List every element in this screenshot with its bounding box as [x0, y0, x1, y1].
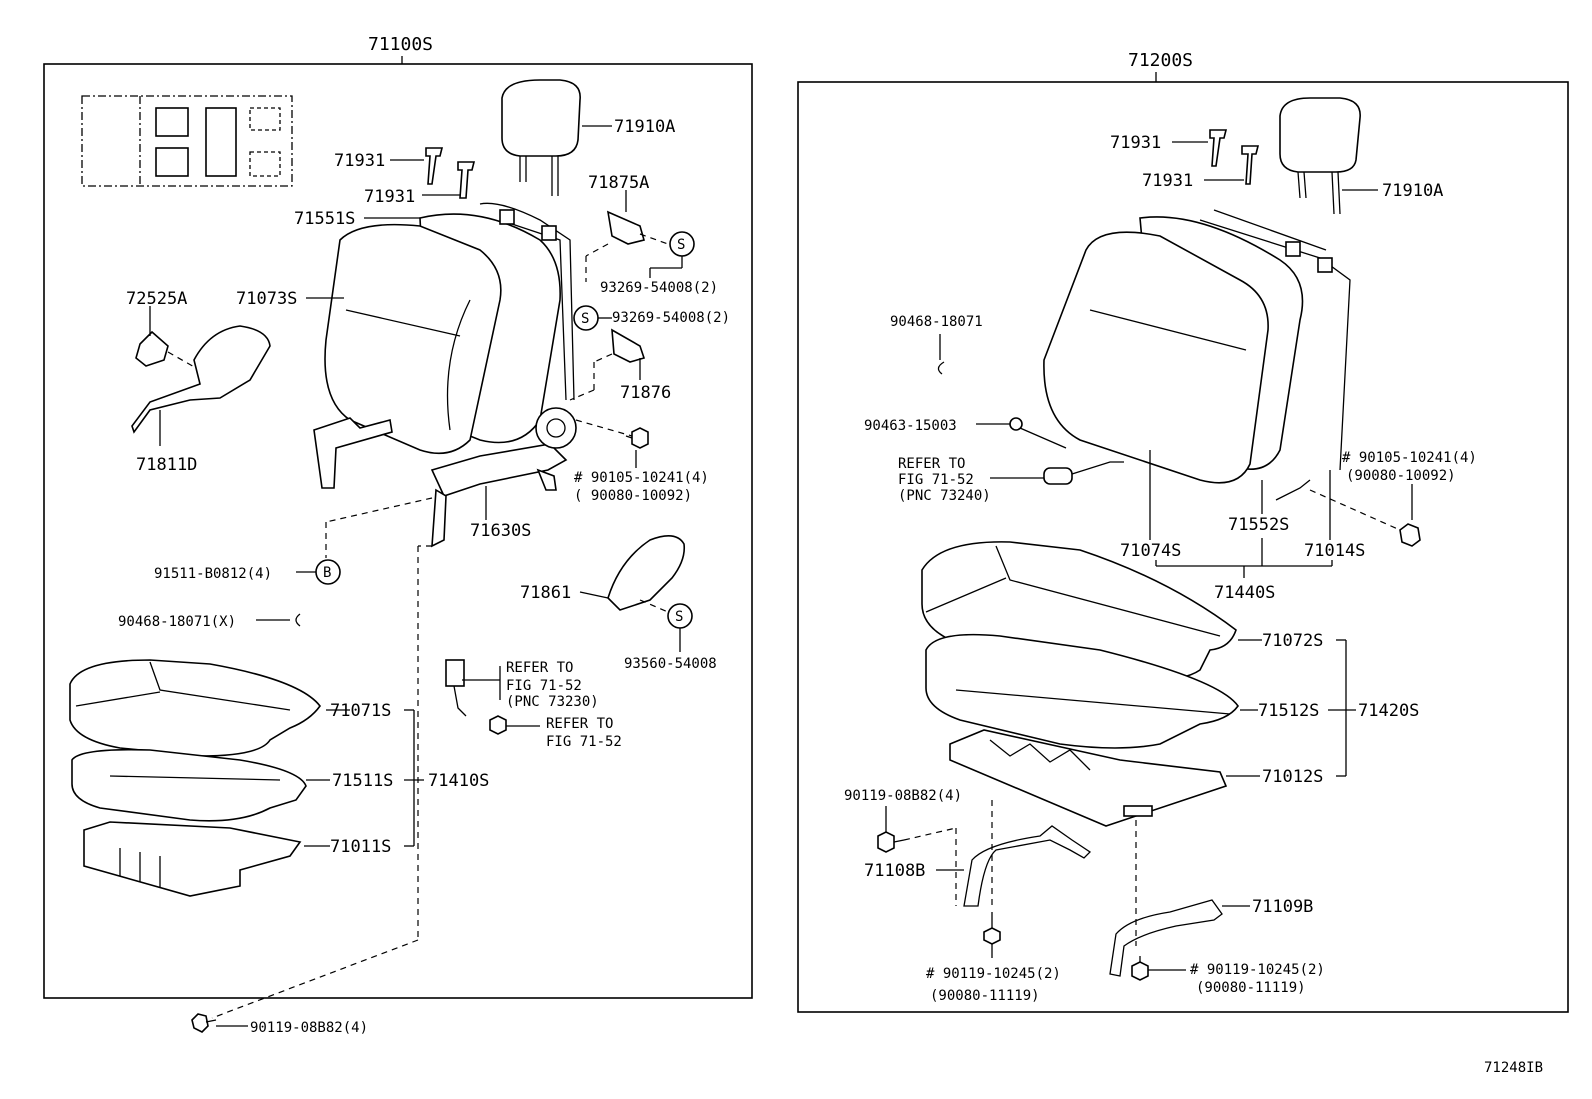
seat-back-icon	[324, 202, 575, 455]
label-71109B: 71109B	[1252, 897, 1313, 917]
label-71931-b: 71931	[364, 187, 415, 207]
label-71108B: 71108B	[864, 861, 925, 881]
left-group-frame	[43, 63, 753, 999]
marker-b: B	[323, 565, 331, 581]
clip-icon	[937, 361, 945, 375]
bolt-icon	[1131, 956, 1149, 981]
refer-right-line-3: (PNC 73240)	[898, 488, 991, 504]
label-93269-54008-a: 93269-54008(2)	[600, 280, 718, 296]
shield-71876-icon	[611, 328, 646, 363]
label-71011S: 71011S	[330, 837, 391, 857]
label-91511-B0812: 91511-B0812(4)	[154, 566, 272, 582]
label-90119-08B82-bottom: 90119-08B82(4)	[250, 1020, 368, 1036]
marker-s-3: S	[675, 609, 683, 625]
label-90080-10092-left: ( 90080-10092)	[574, 488, 692, 504]
label-90119-10245-right: # 90119-10245(2)	[1190, 962, 1325, 978]
refer-left-line-1: REFER TO	[506, 660, 573, 676]
seat-back-icon	[1043, 209, 1351, 501]
label-90468-18071-right: 90468-18071	[890, 314, 983, 330]
label-71073S: 71073S	[236, 289, 297, 309]
refer-left-line-3: (PNC 73230)	[506, 694, 599, 710]
label-71910A: 71910A	[614, 117, 675, 137]
label-93560-54008: 93560-54008	[624, 656, 717, 672]
label-71420S: 71420S	[1358, 701, 1419, 721]
refer-left2-line-1: REFER TO	[546, 716, 613, 732]
label-71440S: 71440S	[1214, 583, 1275, 603]
refer-right-line-2: FIG 71-52	[898, 472, 974, 488]
headrest-icon	[501, 79, 581, 196]
marker-s-2: S	[581, 311, 589, 327]
label-71551S: 71551S	[294, 209, 355, 229]
label-72525A: 72525A	[126, 289, 187, 309]
seat-position-index-icon	[81, 95, 293, 187]
bolt-icon	[983, 912, 1001, 945]
bracket-71109B-icon	[1109, 899, 1223, 977]
bracket-71108B-icon	[963, 825, 1092, 907]
pin-icon	[1009, 417, 1067, 449]
figure-code: 71248IB	[1484, 1060, 1543, 1076]
knob-72525A-icon	[135, 330, 169, 367]
label-90080-10092-right: (90080-10092)	[1346, 468, 1456, 484]
label-71552S: 71552S	[1228, 515, 1289, 535]
label-71931-a: 71931	[334, 151, 385, 171]
cover-71875A-icon	[606, 210, 645, 245]
right-seat-group: 71200S 71931 71931 71910A	[797, 50, 1569, 1013]
right-group-frame	[797, 81, 1569, 1013]
refer-left-line-2: FIG 71-52	[506, 678, 582, 694]
bolt-icon	[625, 427, 649, 449]
seat-belt-icon	[445, 659, 467, 717]
label-71072S: 71072S	[1262, 631, 1323, 651]
label-71910A-right: 71910A	[1382, 181, 1443, 201]
bolt-icon	[877, 831, 905, 853]
label-90463-15003: 90463-15003	[864, 418, 957, 434]
label-71012S: 71012S	[1262, 767, 1323, 787]
label-90105-10241-left: # 90105-10241(4)	[574, 470, 709, 486]
headrest-guide-icon	[1209, 129, 1260, 185]
left-group-title: 71100S	[368, 34, 433, 55]
label-93269-54008-b: 93269-54008(2)	[612, 310, 730, 326]
lever-71811D-icon	[131, 325, 271, 434]
bolt-icon	[489, 715, 507, 735]
bolt-icon	[1399, 523, 1421, 547]
label-90080-11119-right: (90080-11119)	[1196, 980, 1306, 996]
label-71074S: 71074S	[1120, 541, 1181, 561]
headrest-guide-icon	[425, 147, 476, 199]
seat-belt-icon	[1043, 461, 1124, 485]
marker-s-1: S	[677, 237, 685, 253]
label-90119-08B82-right: 90119-08B82(4)	[844, 788, 962, 804]
label-90119-10245-mid: # 90119-10245(2)	[926, 966, 1061, 982]
bolt-icon	[191, 1013, 217, 1033]
seat-cushion-icon	[921, 541, 1239, 827]
label-71511S: 71511S	[332, 771, 393, 791]
label-71861: 71861	[520, 583, 571, 603]
inner-cover-71861-icon	[607, 535, 686, 611]
label-71630S: 71630S	[470, 521, 531, 541]
left-seat-group: 71100S 71910A 71931	[43, 34, 753, 1036]
label-90468-18071-left: 90468-18071(X)	[118, 614, 236, 630]
label-71875A: 71875A	[588, 173, 649, 193]
label-71410S: 71410S	[428, 771, 489, 791]
recliner-adjuster-icon	[313, 407, 577, 548]
label-71931-right-b: 71931	[1142, 171, 1193, 191]
label-71811D: 71811D	[136, 455, 197, 475]
label-90080-11119-mid: (90080-11119)	[930, 988, 1040, 1004]
label-90105-10241-right: # 90105-10241(4)	[1342, 450, 1477, 466]
label-71876: 71876	[620, 383, 671, 403]
label-71071S: 71071S	[330, 701, 391, 721]
label-71512S: 71512S	[1258, 701, 1319, 721]
refer-right-line-1: REFER TO	[898, 456, 965, 472]
label-71014S: 71014S	[1304, 541, 1365, 561]
clip-icon	[295, 613, 301, 627]
seat-cushion-icon	[69, 659, 321, 897]
headrest-icon	[1279, 97, 1361, 215]
right-group-title: 71200S	[1128, 50, 1193, 71]
refer-left2-line-2: FIG 71-52	[546, 734, 622, 750]
label-71931-right-a: 71931	[1110, 133, 1161, 153]
